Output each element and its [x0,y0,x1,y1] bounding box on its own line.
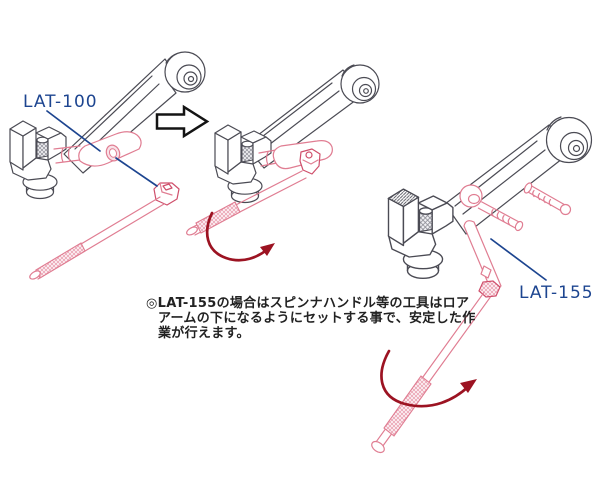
clamp-tool-body [9,120,67,200]
note-line-3: 業が行えます。 [157,325,250,341]
lat155-tool [371,220,502,454]
control-arm [244,64,380,169]
note-line-2: アームの下になるようにセットする事で、安定した作 [158,310,476,326]
rotation-arrow-icon [205,211,275,262]
step3-lat155-operation-illustration: LAT-155 [371,116,594,454]
step2-lat100-operation-illustration [186,64,380,262]
transition-arrow-icon [155,104,210,139]
lat100-tool [29,131,180,280]
threaded-rod-front [459,184,524,232]
lat100-label: LAT-100 [23,92,98,112]
control-arm [444,116,593,235]
handle-grip [383,375,432,437]
ratchet-head [153,182,180,206]
clamp-top-face [387,188,420,208]
ratchet-head [299,148,321,175]
lat100-leader-line-1 [46,110,101,152]
threaded-rod-rear [523,182,572,216]
lat155-leader-line [490,238,547,281]
lat100-leader-line-2 [115,157,158,187]
rotation-arrow-icon [380,349,477,408]
step1-lat100-setup-illustration: LAT-100 [9,51,206,280]
note-line-1: ◎LAT-155の場合はスピンナハンドル等の工具はロア [146,295,469,311]
lat155-label: LAT-155 [519,283,594,303]
lat155-bar [463,220,502,291]
handle-grip [35,242,86,279]
handle-grip [195,201,241,234]
note-text-block: ◎LAT-155の場合はスピンナハンドル等の工具はロア アームの下になるようにセ… [146,295,476,341]
